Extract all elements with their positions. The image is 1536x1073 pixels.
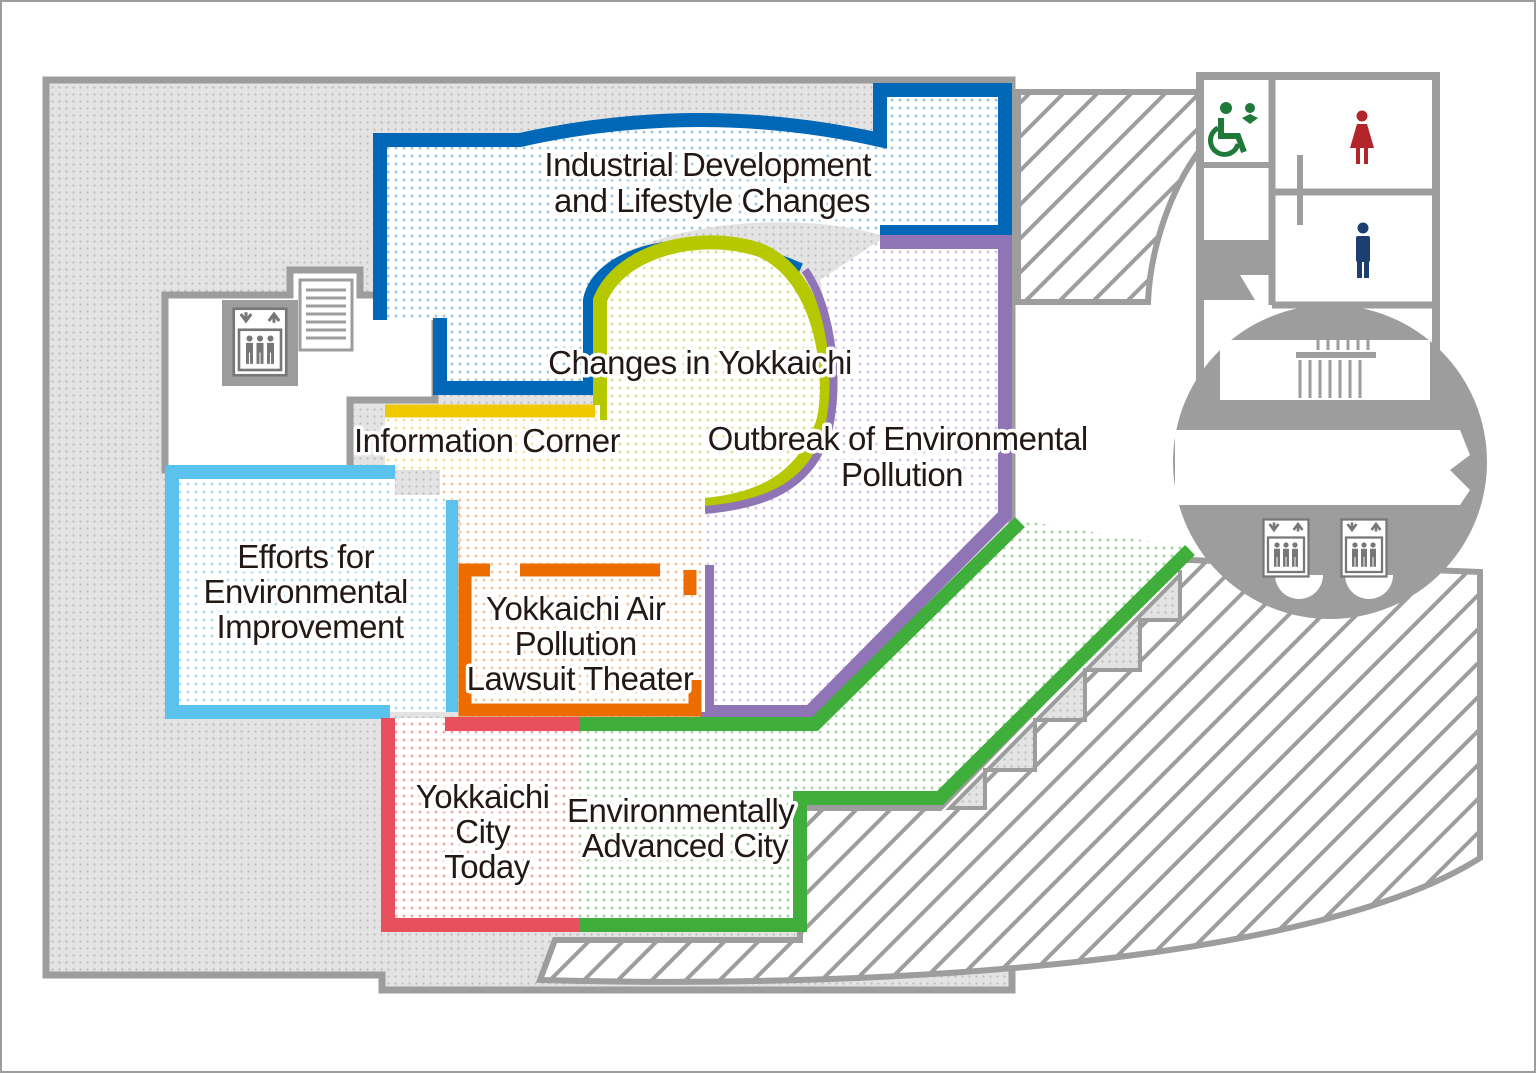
elevator-icon (1340, 518, 1388, 578)
zone-advanced-wall-outer (580, 545, 1195, 932)
stairs-icon (1296, 312, 1376, 398)
label-efforts: Efforts for Environmental Improvement (203, 538, 416, 645)
womens-toilet-icon (1350, 110, 1374, 164)
label-today: Yokkaichi City Today (416, 778, 558, 885)
zone-changes[interactable] (600, 240, 835, 500)
elevator-icon (232, 307, 288, 377)
zone-theater[interactable] (465, 568, 695, 712)
zone-today-wall (381, 717, 580, 932)
zone-outbreak-wall (700, 235, 1012, 719)
label-advanced: Environmentally Advanced City (567, 792, 803, 864)
service-block (1173, 72, 1487, 619)
zone-advanced-wall-inner (580, 517, 1025, 731)
accessible-toilet-icon (1207, 102, 1258, 157)
zone-today[interactable] (388, 718, 580, 925)
zone-changes-wall (593, 235, 834, 512)
mens-toilet-icon (1356, 222, 1370, 278)
zone-industrial-wall (373, 83, 1012, 320)
label-theater: Yokkaichi Air Pollution Lawsuit Theater (467, 590, 694, 697)
elevator-icon (1262, 518, 1310, 578)
zone-advanced[interactable] (580, 520, 1190, 925)
label-industrial: Industrial Development and Lifestyle Cha… (544, 146, 879, 219)
label-info: Information Corner (354, 422, 621, 459)
label-changes: Changes in Yokkaichi (548, 344, 852, 381)
zone-efforts-wall (165, 465, 395, 719)
steps (945, 570, 1182, 810)
label-outbreak: Outbreak of Environmental Pollution (708, 420, 1097, 493)
zone-industrial[interactable] (380, 90, 1005, 390)
zone-efforts[interactable] (172, 470, 452, 712)
zone-changes-outer-wall (704, 267, 838, 514)
zone-outbreak[interactable] (700, 240, 1005, 715)
zone-theater-wall (458, 592, 702, 717)
